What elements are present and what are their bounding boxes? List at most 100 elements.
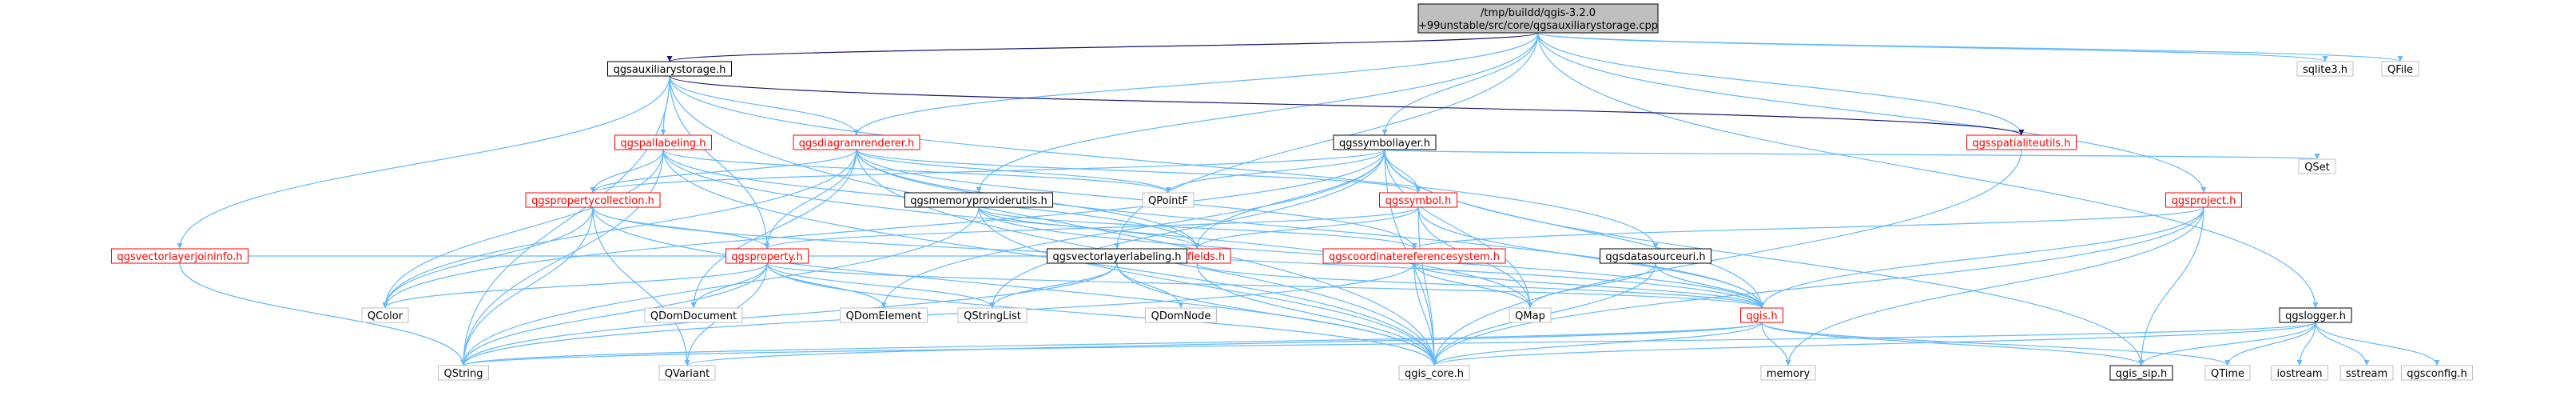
node-box [1142, 192, 1195, 208]
edge-qgssymbollayer_h-to-qstringlist [992, 149, 1385, 309]
node-iostream[interactable]: iostream [2271, 365, 2328, 381]
edge-qgsproject_h-to-qgis_core_h [1433, 206, 2204, 366]
node-qdomelement[interactable]: QDomElement [840, 307, 928, 323]
node-qcolor[interactable]: QColor [361, 307, 409, 323]
node-qgssymbollayer-h[interactable]: qgssymbollayer.h [1333, 134, 1437, 150]
edge-qgsmemoryproviderutils_h-to-qstring [463, 206, 980, 366]
node-label: qgsauxiliarystorage.h [614, 64, 726, 76]
edge-arrowhead [1194, 243, 1200, 249]
edge-arrowhead [976, 187, 982, 193]
node-qgsmemoryproviderutils-h[interactable]: qgsmemoryproviderutils.h [904, 192, 1053, 208]
node-label: qgslogger.h [2285, 310, 2346, 322]
edge-qgsvectorlayerlabeling_h-to-qgis_core_h [1116, 262, 1435, 366]
edge-root-to-qgssymbollayer_h [1384, 32, 1539, 136]
edge-qgslogger_h-to-qstring [463, 322, 2316, 366]
node-qgsconfig-h[interactable]: qgsconfig.h [2401, 365, 2473, 381]
edge-arrowhead [382, 302, 388, 308]
node-qfile[interactable]: QFile [2381, 61, 2419, 77]
edge-qgssymbollayer_h-to-qgspropertycollection_h [592, 149, 1385, 194]
node-qdomnode[interactable]: QDomNode [1145, 307, 1217, 323]
node-box [658, 365, 716, 381]
edge-qgsfields_h-to-qgis_core_h [1196, 262, 1435, 366]
node-qgis-sip-h[interactable]: qgis_sip.h [2109, 365, 2173, 381]
node-qset[interactable]: QSet [2298, 158, 2336, 174]
edge-arrowhead [2200, 187, 2207, 193]
edge-qgssymbollayer_h-to-qgsfields_h [1196, 149, 1385, 250]
node-label: qgis_sip.h [2116, 368, 2167, 380]
edge-arrowhead [666, 56, 673, 62]
node-box [361, 307, 409, 323]
edge-qgsproperty_h-to-qcolor [384, 262, 768, 309]
node-qgspropertycollection-h[interactable]: qgspropertycollection.h [525, 192, 661, 208]
node-qgscoordinatereferencesystem-h[interactable]: qgscoordinatereferencesystem.h [1322, 248, 1506, 264]
node-label: iostream [2276, 368, 2322, 380]
node-qgsdatasourceuri-h[interactable]: qgsdatasourceuri.h [1600, 248, 1711, 264]
node-label: qgssymbollayer.h [1339, 138, 1430, 150]
edge-qgsvectorlayerjoininfo_h-to-qstring [179, 262, 464, 366]
node-box [725, 248, 809, 264]
edge-arrowhead [2322, 56, 2328, 62]
node-qgis-h[interactable]: qgis.h [1740, 307, 1783, 323]
edge-qgsauxiliarystorage_h-to-qgsdatasourceuri_h [669, 75, 1656, 250]
node-box [2165, 192, 2242, 208]
node-qvariant[interactable]: QVariant [658, 365, 716, 381]
node-qgsvectorlayerjoininfo-h[interactable]: qgsvectorlayerjoininfo.h [111, 248, 248, 264]
edge-arrowhead [2434, 360, 2440, 366]
edge-qgsmemoryproviderutils_h-to-qgis_core_h [978, 206, 1435, 366]
node-qdomdocument[interactable]: QDomDocument [644, 307, 743, 323]
edge-qgsdiagramrenderer_h-to-qgsproperty_h [766, 149, 857, 250]
edge-qgsproperty_h-to-qgis_core_h [766, 262, 1435, 366]
edge-arrowhead [1652, 243, 1659, 249]
edge-qgssymbollayer_h-to-qdomelement [883, 149, 1385, 309]
node-sqlite3-h[interactable]: sqlite3.h [2296, 61, 2354, 77]
node-qgis-core-h[interactable]: qgis_core.h [1398, 365, 1470, 381]
node-memory[interactable]: memory [1760, 365, 1816, 381]
node-qgspallabeling-h[interactable]: qgspallabeling.h [614, 134, 712, 150]
node-qgsspatialiteutils-h[interactable]: qgsspatialiteutils.h [1966, 134, 2077, 150]
edge-qgsdatasourceuri_h-to-qmap [1529, 262, 1656, 309]
node-box [2381, 61, 2419, 77]
node-qgsdiagramrenderer-h[interactable]: qgsdiagramrenderer.h [793, 134, 920, 150]
edge-qgssymbollayer_h-to-qpointf [1167, 149, 1385, 194]
node-label: QDomNode [1151, 310, 1211, 322]
node-qstring[interactable]: QString [438, 365, 489, 381]
node-qgsproject-h[interactable]: qgsproject.h [2165, 192, 2242, 208]
edge-qgslogger_h-to-qtime [2227, 322, 2316, 366]
node-qmap[interactable]: QMap [1509, 307, 1552, 323]
graph-nodes: /tmp/buildd/qgis-3.2.0 +99unstable/src/c… [111, 3, 2473, 381]
edge-arrowhead [2296, 360, 2303, 366]
node-qgsauxiliarystorage-h[interactable]: qgsauxiliarystorage.h [607, 61, 732, 77]
node-sstream[interactable]: sstream [2339, 365, 2394, 381]
edge-qgsauxiliarystorage_h-to-qgsdiagramrenderer_h [669, 75, 857, 136]
edge-arrowhead [2018, 130, 2025, 135]
edge-root-to-qgsvectorlayerlabeling_h [1116, 32, 1539, 250]
node-box [1760, 365, 1816, 381]
node-box [2298, 158, 2336, 174]
node-qpointf[interactable]: QPointF [1142, 192, 1195, 208]
edge-arrowhead [2363, 360, 2370, 366]
node-box [644, 307, 743, 323]
node-root-file[interactable]: /tmp/buildd/qgis-3.2.0 +99unstable/src/c… [1417, 3, 1659, 34]
edge-root-to-qgsproject_h [1537, 32, 2204, 194]
node-qgslogger-h[interactable]: qgslogger.h [2279, 307, 2352, 323]
node-qstringlist[interactable]: QStringList [957, 307, 1028, 323]
node-label: qgspropertycollection.h [531, 195, 654, 207]
edge-qgis_h-to-qgis_core_h [1433, 322, 1763, 366]
edge-qgscoordinatereferencesystem_h-to-qstring [463, 262, 1415, 366]
node-box [1740, 307, 1783, 323]
edge-qgsproperty_h-to-qdomdocument [693, 262, 768, 309]
node-qgsvectorlayerlabeling-h[interactable]: qgsvectorlayerlabeling.h [1047, 248, 1187, 264]
node-box [957, 307, 1028, 323]
node-qgssymbol-h[interactable]: qgssymbol.h [1379, 192, 1457, 208]
edge-qgsauxiliarystorage_h-to-qgis_core_h [669, 75, 1435, 366]
edge-root-to-sqlite3_h [1537, 32, 2326, 62]
node-box [2204, 365, 2251, 381]
edge-arrowhead [989, 302, 996, 308]
root-file-path-line2: +99unstable/src/core/qgsauxiliarystorage… [1418, 20, 1658, 32]
edge-root-to-qgsdiagramrenderer_h [856, 32, 1539, 136]
node-qtime[interactable]: QTime [2204, 365, 2251, 381]
edge-root-to-qgsauxiliarystorage_h [669, 32, 1539, 62]
edge-qgssymbol_h-to-qgis_h [1417, 206, 1763, 309]
node-label: qgis.h [1746, 310, 1777, 322]
node-qgsproperty-h[interactable]: qgsproperty.h [725, 248, 809, 264]
